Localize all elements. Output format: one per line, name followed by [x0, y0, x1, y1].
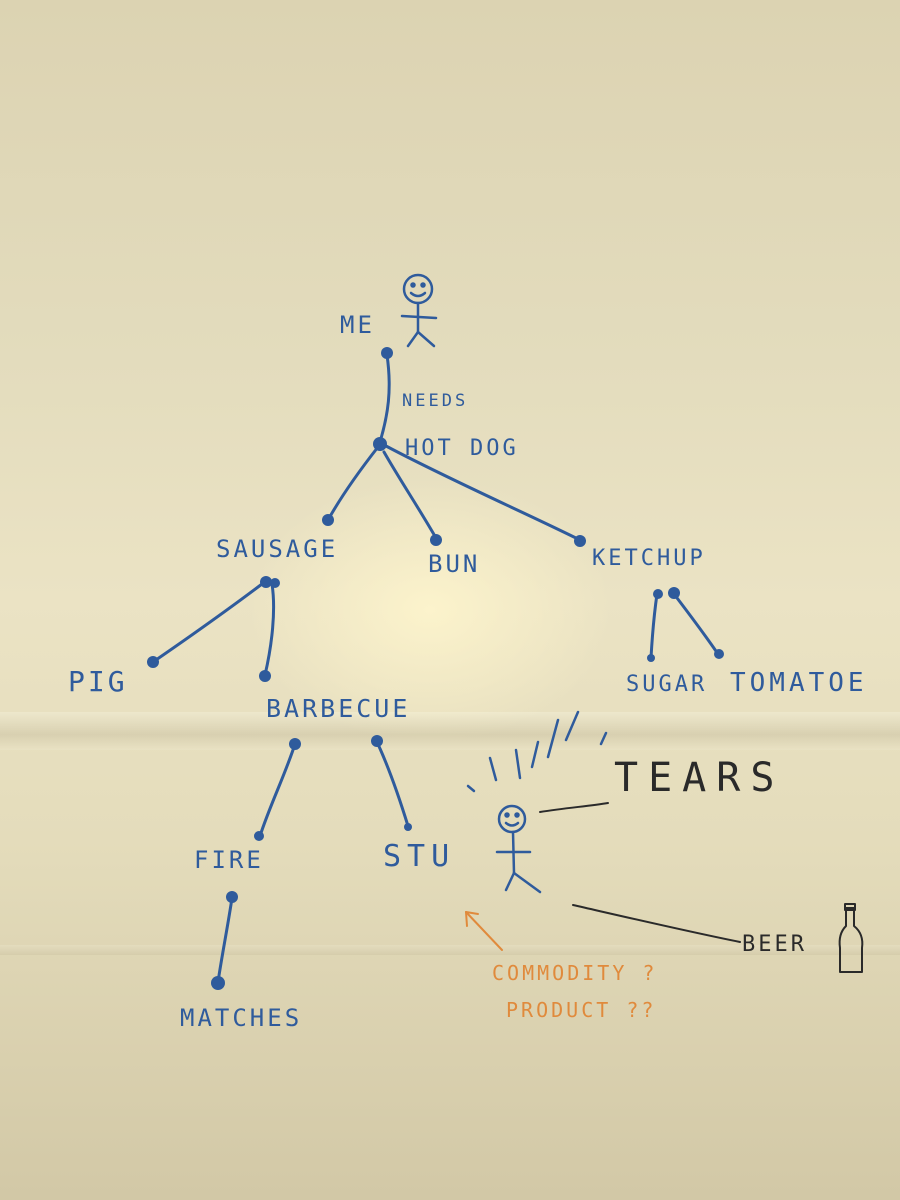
node-dot-barbecue-left — [289, 738, 301, 750]
node-dot-matches — [211, 976, 225, 990]
node-stu: STU — [383, 839, 456, 874]
node-dot-me — [381, 347, 393, 359]
edge-label-needs: NEEDS — [402, 391, 469, 411]
node-sugar: SUGAR — [626, 672, 708, 697]
node-dot-sausage-bottom — [260, 576, 272, 588]
node-dot-ketchup-bottom — [653, 589, 663, 599]
edge-barbecue-stu — [375, 740, 410, 828]
question-product: PRODUCT ?? — [506, 998, 657, 1022]
node-dot-sausage — [322, 514, 334, 526]
question-commodity: COMMODITY ? — [492, 961, 658, 985]
edge-fire-matches — [216, 896, 234, 984]
node-tears: TEARS — [614, 755, 785, 801]
node-dot-pig — [147, 656, 159, 668]
node-dot-hotdog — [373, 437, 387, 451]
edge-barbecue-fire — [258, 742, 297, 838]
node-dot-stu — [404, 823, 412, 831]
node-dot-fire — [254, 831, 264, 841]
node-dot-barbecue-top — [259, 670, 271, 682]
line-to-tears — [539, 802, 609, 813]
stick-figure-icon — [400, 273, 438, 348]
crying-stick-figure-icon — [495, 804, 542, 894]
node-dot-tomatoe — [714, 649, 724, 659]
node-tomatoe: TOMATOE — [730, 668, 868, 698]
node-fire: FIRE — [194, 846, 264, 874]
node-ketchup: KETCHUP — [592, 546, 706, 571]
edge-me-hotdog — [378, 353, 391, 444]
node-hot-dog: HOT DOG — [405, 436, 519, 461]
node-dot-fire-bottom — [226, 891, 238, 903]
node-dot-barbecue-right — [371, 735, 383, 747]
board-seam — [0, 712, 900, 750]
line-to-beer — [572, 904, 741, 943]
node-me: ME — [340, 311, 375, 339]
edge-sausage-pig — [151, 582, 264, 664]
node-dot-ketchup-bottom2 — [668, 587, 680, 599]
edge-sausage-barbecue — [263, 582, 276, 677]
node-dot-ketchup — [574, 535, 586, 547]
commodity-arrow-icon — [465, 911, 503, 951]
tear-lines — [466, 710, 608, 793]
edge-hotdog-ketchup — [384, 444, 582, 542]
edge-ketchup-sugar — [649, 592, 659, 660]
node-barbecue: BARBECUE — [266, 694, 411, 723]
node-dot-sugar — [647, 654, 655, 662]
node-dot-bun — [430, 534, 442, 546]
edge-hotdog-sausage — [326, 445, 380, 522]
node-pig: PIG — [68, 665, 128, 698]
node-dot-sausage-bottom2 — [270, 578, 280, 588]
node-beer: BEER — [742, 932, 807, 957]
node-matches: MATCHES — [180, 1004, 303, 1032]
edge-ketchup-tomatoe — [672, 592, 720, 656]
node-sausage: SAUSAGE — [216, 535, 339, 563]
edge-hotdog-bun — [382, 450, 438, 540]
board-seam-lower — [0, 945, 900, 955]
node-bun: BUN — [428, 550, 481, 578]
beer-bottle-icon — [838, 903, 864, 973]
